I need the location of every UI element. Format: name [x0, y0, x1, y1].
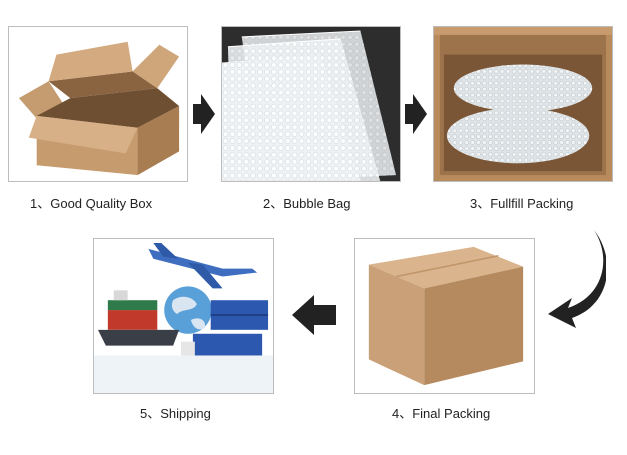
arrow-right-icon: [193, 92, 215, 136]
step4-caption: 4、Final Packing: [392, 403, 490, 422]
step2-bubble-bags-photo: [221, 26, 401, 182]
arrow-right-icon: [405, 92, 427, 136]
step4-closed-box-photo: [354, 238, 535, 394]
step2-caption: 2、Bubble Bag: [263, 193, 350, 212]
step5-caption: 5、Shipping: [140, 403, 211, 422]
step1-open-box-photo: [8, 26, 188, 182]
arrow-left-icon: [292, 295, 336, 335]
step3-caption: 3、Fullfill Packing: [470, 193, 573, 212]
curved-arrow-down-icon: [546, 228, 606, 330]
step3-packed-box-photo: [433, 26, 613, 182]
step5-shipping-photo: [93, 238, 274, 394]
step1-caption: 1、Good Quality Box: [30, 193, 152, 212]
